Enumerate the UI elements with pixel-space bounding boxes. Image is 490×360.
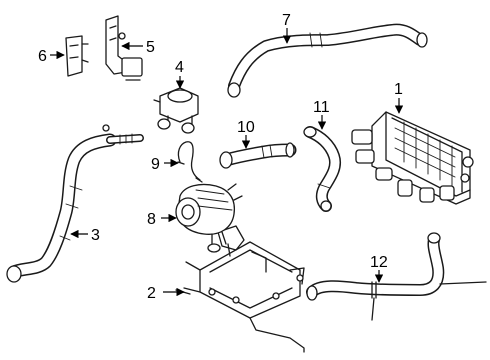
part-8-coolant-pump[interactable] bbox=[175, 183, 243, 253]
part-6-clip-bracket[interactable] bbox=[65, 35, 89, 77]
part-11-formed-hose[interactable] bbox=[303, 126, 341, 212]
callout-12: 12 bbox=[370, 254, 388, 271]
part-9-strap[interactable] bbox=[177, 141, 203, 183]
part-10-short-hose[interactable] bbox=[219, 142, 297, 169]
part-5-valve-bracket[interactable] bbox=[105, 15, 143, 81]
part-2-mounting-bracket[interactable] bbox=[175, 225, 305, 353]
part-1-coolant-manifold[interactable] bbox=[351, 111, 474, 205]
part-12-long-hose[interactable] bbox=[306, 232, 487, 321]
part-3-coolant-hose[interactable] bbox=[6, 124, 144, 283]
callout-6: 6 bbox=[38, 48, 47, 65]
callout-11: 11 bbox=[313, 99, 330, 116]
callout-4: 4 bbox=[175, 59, 184, 76]
callout-7: 7 bbox=[282, 12, 291, 29]
callout-3: 3 bbox=[91, 227, 100, 244]
part-4-coolant-valve[interactable] bbox=[153, 87, 199, 134]
callout-10: 10 bbox=[237, 119, 255, 136]
part-7-upper-hose[interactable] bbox=[227, 23, 428, 98]
callout-5: 5 bbox=[146, 39, 155, 56]
callout-9: 9 bbox=[151, 156, 160, 173]
callout-1: 1 bbox=[394, 81, 403, 98]
callout-2: 2 bbox=[147, 285, 156, 302]
callout-8: 8 bbox=[147, 211, 156, 228]
